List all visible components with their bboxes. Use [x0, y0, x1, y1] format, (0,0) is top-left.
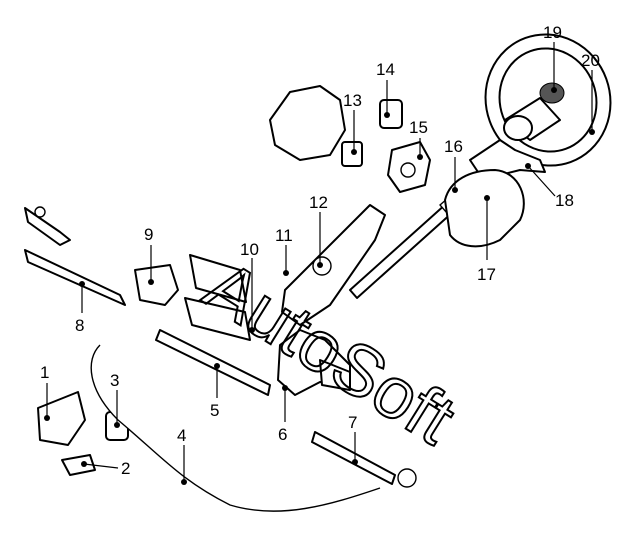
callout-1: 1	[40, 363, 49, 382]
callout-15: 15	[409, 118, 428, 137]
horn-pad	[539, 82, 565, 104]
callout-11: 11	[275, 226, 293, 245]
lock-cylinder	[379, 99, 403, 129]
column-bracket	[281, 204, 386, 326]
callout-labels: 1 2 3 4 5 6 7 8 9 10 11 12 13 14 15 16 1…	[40, 23, 600, 478]
callout-8: 8	[75, 316, 84, 335]
stabilizer-clamp	[61, 454, 96, 476]
steering-gear-housing	[277, 329, 351, 396]
callout-20: 20	[581, 51, 600, 70]
callout-9: 9	[144, 225, 153, 244]
callout-3: 3	[110, 371, 119, 390]
callout-2: 2	[121, 459, 130, 478]
callout-14: 14	[376, 60, 395, 79]
tie-rod	[24, 206, 126, 306]
column-cover-upper	[269, 85, 346, 161]
ignition-switch	[387, 141, 431, 193]
track-rod-link	[311, 431, 417, 488]
callout-16: 16	[444, 137, 463, 156]
callout-18: 18	[555, 191, 574, 210]
stabilizer-bracket	[37, 391, 86, 446]
leader-lines	[44, 42, 595, 485]
rack-boot	[184, 254, 251, 341]
callout-10: 10	[240, 240, 259, 259]
callout-12: 12	[309, 193, 328, 212]
mounting-clamp	[134, 264, 179, 306]
callout-13: 13	[343, 91, 362, 110]
callout-4: 4	[177, 426, 186, 445]
callout-6: 6	[278, 425, 287, 444]
column-shroud	[444, 169, 525, 248]
callout-7: 7	[348, 413, 357, 432]
callout-5: 5	[210, 401, 219, 420]
callout-17: 17	[477, 265, 496, 284]
callout-19: 19	[543, 23, 562, 42]
steering-rack	[155, 329, 271, 396]
